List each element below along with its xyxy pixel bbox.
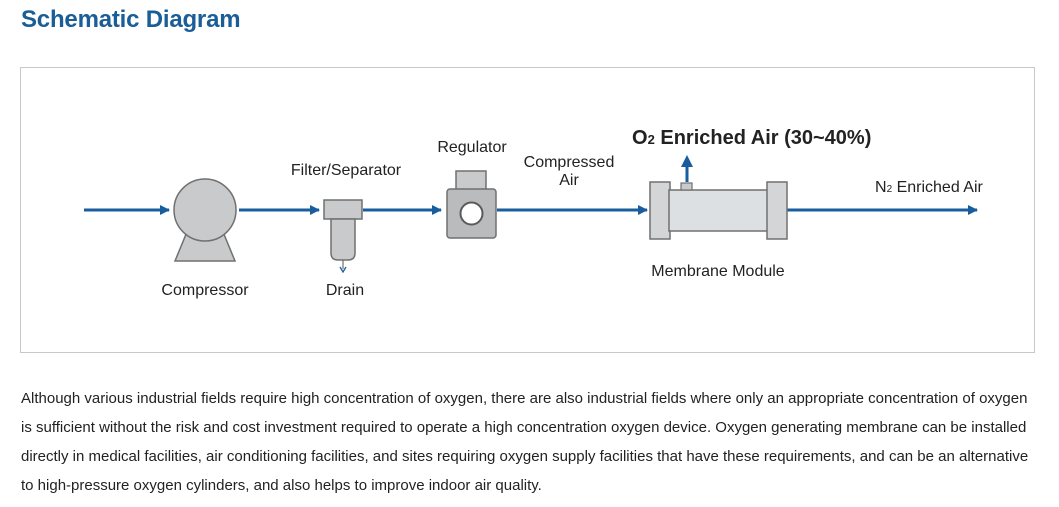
n2-enriched-air-label: N2 Enriched Air [875,179,984,196]
compressor-label: Compressor [161,282,249,299]
membrane-module-icon [649,155,788,240]
drain-label: Drain [326,282,364,299]
regulator-icon [446,170,497,239]
compressor-icon [173,178,237,262]
filter-separator-icon [323,199,363,274]
compressed-air-label-line2: Air [559,172,579,189]
o2-enriched-air-label: O2 Enriched Air (30~40%) [632,127,871,149]
page-title: Schematic Diagram [21,6,241,33]
schematic-diagram: Compressor Filter/Separator Drain Regula… [20,67,1035,353]
compressed-air-label-line1: Compressed [524,154,615,171]
regulator-label: Regulator [437,139,507,156]
membrane-module-label: Membrane Module [651,263,785,280]
o2-outlet-arrow [681,155,693,167]
filter-separator-label: Filter/Separator [291,162,402,179]
description-paragraph: Although various industrial fields requi… [21,390,1029,494]
